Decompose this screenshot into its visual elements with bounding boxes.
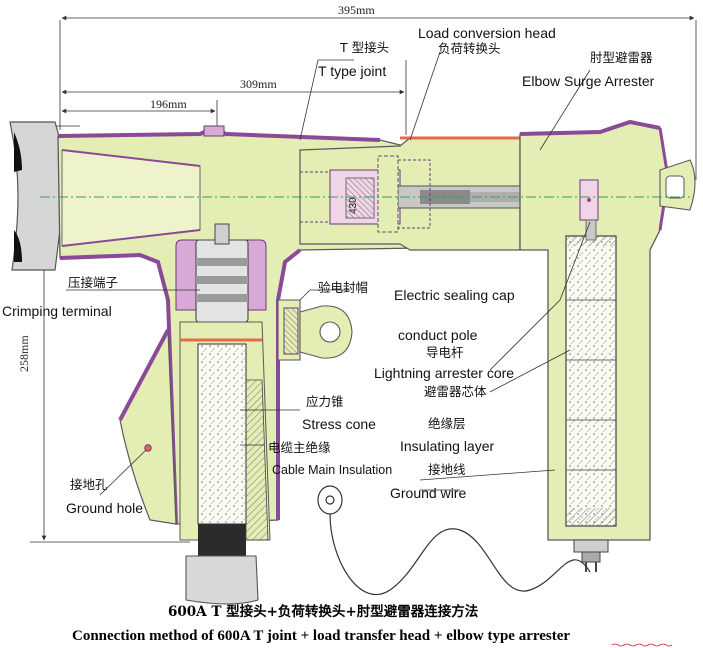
label-core-cn: 避雷器芯体	[424, 384, 487, 399]
crimp-lug-end	[9, 121, 61, 271]
electric-sealing-cap	[277, 299, 353, 361]
leader-lines	[66, 51, 591, 496]
label-stress-en: Stress cone	[302, 416, 376, 432]
label-core-en: Lightning arrester core	[374, 365, 514, 381]
label-pole-cn: 导电杆	[426, 345, 464, 360]
label-load-head-cn: 负荷转换头	[438, 41, 501, 56]
label-crimp-cn: 压接端子	[68, 275, 118, 290]
dim-height: 258mm	[17, 335, 31, 372]
part-marking: 430	[348, 197, 359, 214]
label-pole-en: conduct pole	[398, 327, 478, 343]
label-gwire-cn: 接地线	[428, 462, 466, 477]
label-seal-cn: 验电封帽	[318, 280, 368, 295]
caption-cn: 600A T 型接头+负荷转换头+肘型避雷器连接方法	[168, 603, 479, 620]
caption-en: Connection method of 600A T joint + load…	[72, 628, 570, 644]
label-elbow-cn: 肘型避雷器	[590, 50, 653, 65]
dim-tee-body: 196mm	[150, 97, 187, 111]
label-gwire-en: Ground wire	[390, 485, 466, 501]
label-t-joint-cn: T 型接头	[339, 40, 389, 55]
label-insul-en: Insulating layer	[400, 438, 495, 454]
ground-wire	[317, 485, 591, 596]
dim-tee-to-head: 309mm	[240, 77, 277, 91]
label-insul-cn: 绝缘层	[428, 416, 466, 431]
label-t-joint-en: T type joint	[318, 63, 386, 79]
label-stress-cn: 应力锥	[306, 394, 344, 409]
label-crimp-en: Crimping terminal	[2, 303, 112, 319]
label-ghole-en: Ground hole	[66, 500, 143, 516]
label-cable-en: Cable Main Insulation	[272, 463, 392, 477]
label-load-head-en: Load conversion head	[418, 25, 556, 41]
dim-overall: 395mm	[338, 3, 375, 17]
label-ghole-cn: 接地孔	[70, 477, 108, 492]
elbow-surge-arrester	[519, 119, 696, 572]
label-elbow-en: Elbow Surge Arrester	[522, 73, 655, 89]
spellcheck-underline	[611, 643, 673, 647]
component-labels: T 型接头 T type joint Load conversion head …	[2, 25, 655, 516]
label-seal-en: Electric sealing cap	[394, 287, 515, 303]
label-cable-cn: 电缆主绝缘	[268, 440, 331, 455]
dimension-lines	[30, 15, 697, 543]
